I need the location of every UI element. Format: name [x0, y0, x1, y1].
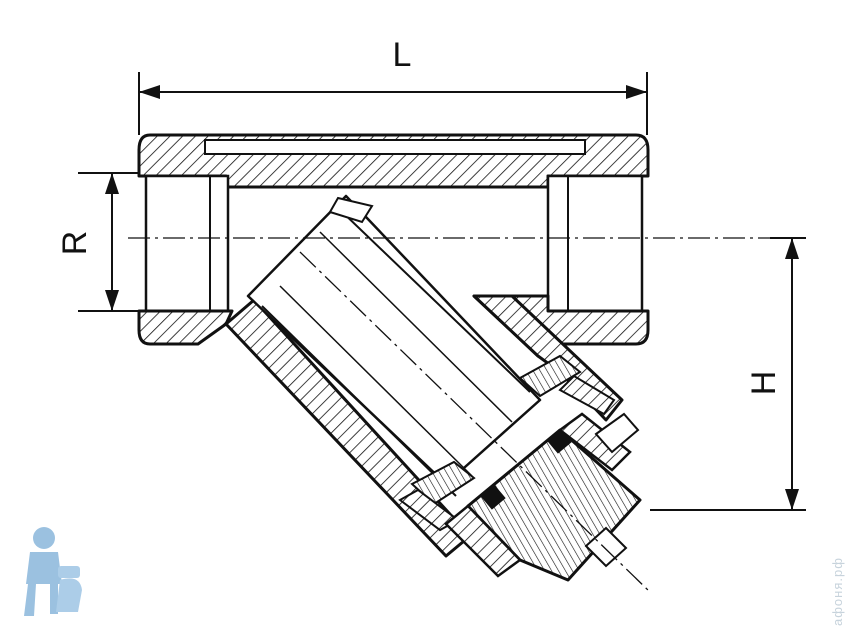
- centerlines: [128, 237, 780, 593]
- height-label: H: [745, 371, 783, 396]
- drain-cap: [444, 412, 642, 582]
- gasket-rings: [398, 354, 616, 532]
- thread-label: R: [56, 231, 94, 256]
- dimension-thread: R: [56, 172, 140, 312]
- dimension-height: H: [650, 237, 806, 511]
- body-bottom-left-wall: [137, 309, 234, 346]
- watermark-text: афоня.рф: [830, 557, 845, 626]
- inlet-bore: [144, 174, 230, 313]
- strainer-screen: [246, 194, 542, 497]
- length-label: L: [393, 36, 412, 74]
- outlet-bore: [546, 174, 644, 313]
- dimension-length: L: [138, 36, 648, 135]
- plumber-icon: [24, 527, 82, 616]
